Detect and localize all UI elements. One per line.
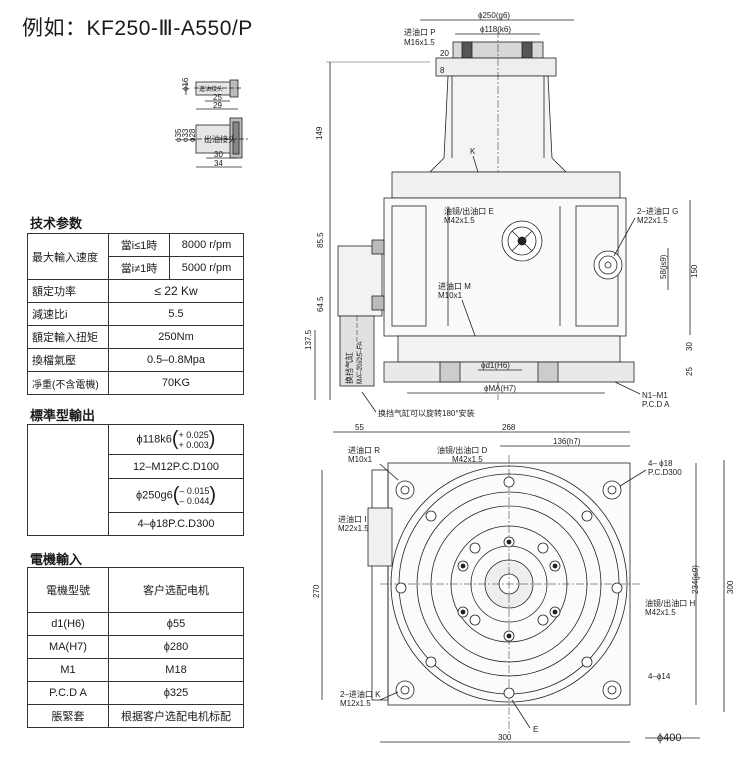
std-row3-main: ϕ250g6: [135, 489, 173, 502]
dim-58: 58(js9): [659, 254, 668, 279]
label-mirror-d: 油镜/出油口 D: [437, 445, 487, 455]
label-inlet-m: 进油口 M: [438, 281, 471, 291]
tech-table: 最大輸入速度 當i≤1時 8000 r/pm 當i≠1時 5000 r/pm 額…: [27, 233, 244, 395]
std-row-4: 4–ϕ18P.C.D300: [108, 512, 244, 536]
dim-d1: ϕd1(H6): [481, 361, 510, 370]
std-row3-upper: – 0.015: [179, 485, 210, 496]
motor-row-val: 根据客户选配电机标配: [108, 704, 244, 728]
dim-20: 20: [440, 49, 449, 58]
motor-row-val: ϕ325: [108, 681, 244, 705]
dim-300v: 300: [726, 580, 735, 594]
dim-ma: ϕMA(H7): [484, 384, 516, 393]
dim-d250: ϕ250(g6): [478, 11, 510, 20]
weight-label: 凈重(不含電機): [27, 371, 109, 395]
motor-row-key: d1(H6): [27, 612, 109, 636]
label-inlet-p-size: M16x1.5: [404, 38, 435, 47]
side-view: ϕ250(g6) ϕ118(k6) 进油口 P M16x1.5 20 8 149…: [304, 11, 699, 418]
plan-view: 55 268 136(h7) 270 234(js9) 300: [312, 423, 735, 744]
small-d28: ϕ28: [188, 128, 197, 142]
dim-d400: ϕ400: [657, 732, 682, 744]
std-row1-upper: + 0.025: [178, 429, 209, 440]
label-mirror-h: 油镜/出油口 H: [645, 598, 695, 608]
label-inlet-g: 2–进油口 G: [637, 206, 678, 216]
label-inlet-m-size: M10x1: [438, 291, 463, 300]
label-inlet-i: 进油口 I: [338, 514, 366, 524]
small-d30: 30: [214, 150, 223, 159]
label-k: K: [470, 147, 476, 156]
power-label: 額定功率: [27, 279, 109, 303]
motor-row-val: ϕ280: [108, 635, 244, 659]
small-inlet-label: 進油接头: [199, 85, 223, 93]
std-row1-lower: + 0.003: [178, 439, 209, 450]
label-holes14: 4–ϕ14: [648, 672, 671, 681]
dim-64: 64.5: [316, 296, 325, 312]
dim-300h: 300: [498, 733, 512, 742]
std-heading: 標準型輸出: [30, 408, 96, 423]
label-mirror-e: 油镜/出油口 E: [444, 206, 494, 216]
outlet-fitting-detail: ϕ35 ϕ33 ϕ28 出油接头 30 34: [174, 117, 248, 168]
dim-268: 268: [502, 423, 516, 432]
label-inlet-p: 进油口 P: [404, 27, 436, 37]
small-outlet-label: 出油接头: [204, 134, 236, 144]
page-title: 例如：KF250-Ⅲ-A550/P: [22, 17, 253, 40]
label-rotate: 换挡气缸可以旋转180°安装: [378, 408, 475, 418]
motor-row-key: MA(H7): [27, 635, 109, 659]
dim-d118: ϕ118(k6): [480, 25, 511, 34]
power-val: ≤ 22 Kw: [108, 279, 244, 303]
label-mirror-e-size: M42x1.5: [444, 216, 475, 225]
small-d25: 25: [213, 93, 222, 102]
speed-val2: 5000 r/pm: [169, 256, 244, 280]
dim-55: 55: [355, 423, 364, 432]
dim-150: 150: [690, 264, 699, 278]
label-inlet-r: 进油口 R: [348, 445, 380, 455]
std-row3-lower: – 0.044: [179, 495, 210, 506]
dim-30: 30: [685, 342, 694, 351]
label-n1: N1–M1: [642, 391, 668, 400]
motor-row-key: 脹緊套: [27, 704, 109, 728]
dim-270: 270: [312, 584, 321, 598]
small-d16: ϕ16: [181, 77, 190, 91]
dim-136: 136(h7): [553, 437, 581, 446]
dim-234: 234(js9): [691, 565, 700, 594]
label-pcd-a: P.C.D A: [642, 400, 670, 409]
label-inlet-g-size: M22x1.5: [637, 216, 668, 225]
std-row-1: ϕ118k6(+ 0.025+ 0.003): [108, 424, 244, 455]
pressure-val: 0.5–0.8Mpa: [108, 348, 244, 372]
label-inlet-k: 2–进油口 K: [340, 689, 381, 699]
label-mirror-h-size: M42x1.5: [645, 608, 676, 617]
small-d33: ϕ33: [181, 128, 190, 142]
ratio-label: 減速比i: [27, 302, 109, 326]
dim-8: 8: [440, 66, 445, 75]
small-d29: 29: [213, 101, 222, 110]
std-table: ϕ118k6(+ 0.025+ 0.003) 12–M12P.C.D100 ϕ2…: [27, 424, 244, 536]
label-inlet-i-size: M22x1.5: [338, 524, 369, 533]
small-d35: ϕ35: [174, 128, 183, 142]
weight-val: 70KG: [108, 371, 244, 395]
label-pcd300: P.C.D300: [648, 468, 682, 477]
label-holes18: 4– ϕ18: [648, 459, 673, 468]
small-d34: 34: [214, 159, 223, 168]
motor-col1: 電機型號: [27, 567, 109, 613]
label-e: E: [533, 725, 538, 734]
speed-label: 最大輸入速度: [27, 233, 109, 280]
label-mirror-d-size: M42x1.5: [452, 455, 483, 464]
std-row1-main: ϕ118k6: [136, 433, 172, 446]
label-inlet-r-size: M10x1: [348, 455, 373, 464]
dim-85: 85.5: [316, 232, 325, 248]
motor-heading: 電機輸入: [30, 552, 83, 567]
dim-149: 149: [315, 126, 324, 140]
inlet-fitting-detail: ϕ16 進油接头 25 29: [181, 77, 242, 110]
label-inlet-k-size: M12x1.5: [340, 699, 371, 708]
motor-col2: 客户选配电机: [108, 567, 244, 613]
dim-137: 137.5: [304, 329, 313, 350]
torque-label: 額定輸入扭矩: [27, 325, 109, 349]
tech-heading: 技术参数: [30, 216, 83, 231]
label-cylinder-size: MA–20x25–FA: [357, 341, 364, 384]
label-cylinder: 换挡气缸: [344, 352, 354, 384]
dim-25: 25: [685, 367, 694, 376]
